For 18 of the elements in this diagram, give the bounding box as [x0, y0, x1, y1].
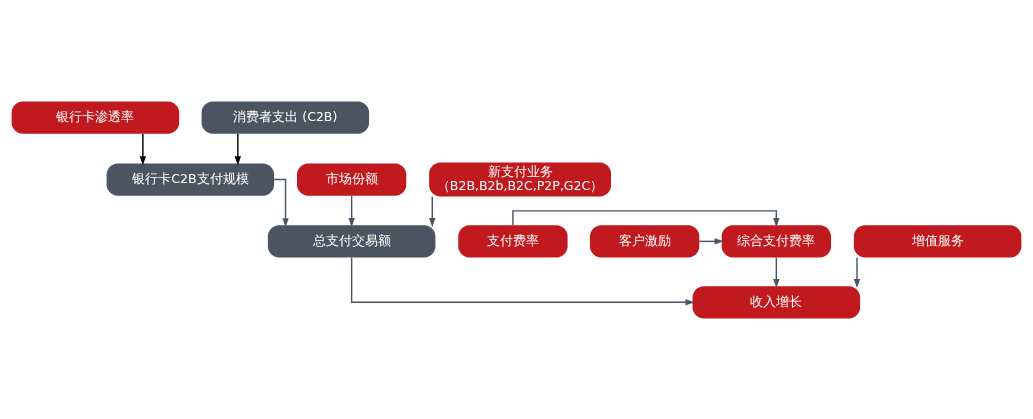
node-box: 收入增长	[692, 285, 861, 318]
node-box: 消费者支出 (C2B)	[201, 101, 370, 134]
arrow	[350, 256, 695, 305]
arrow	[853, 256, 861, 288]
node-box: 增值服务	[853, 224, 1022, 257]
arrow	[773, 256, 780, 288]
node-box: 银行卡C2B支付规模	[106, 162, 275, 196]
node-box: 总支付交易额	[267, 224, 436, 257]
arrow	[348, 194, 355, 227]
node-box: 新支付业务 （B2B,B2b,B2C,P2P,G2C）	[429, 162, 612, 197]
node-box: 支付费率	[458, 224, 568, 257]
node-box: 客户激励	[589, 224, 700, 257]
node-box: 银行卡渗透率	[11, 101, 180, 134]
arrow	[234, 132, 242, 165]
node-box: 市场份额	[297, 162, 407, 196]
arrow	[429, 195, 436, 227]
node-box: 综合支付费率	[721, 224, 831, 257]
arrow	[139, 132, 147, 165]
